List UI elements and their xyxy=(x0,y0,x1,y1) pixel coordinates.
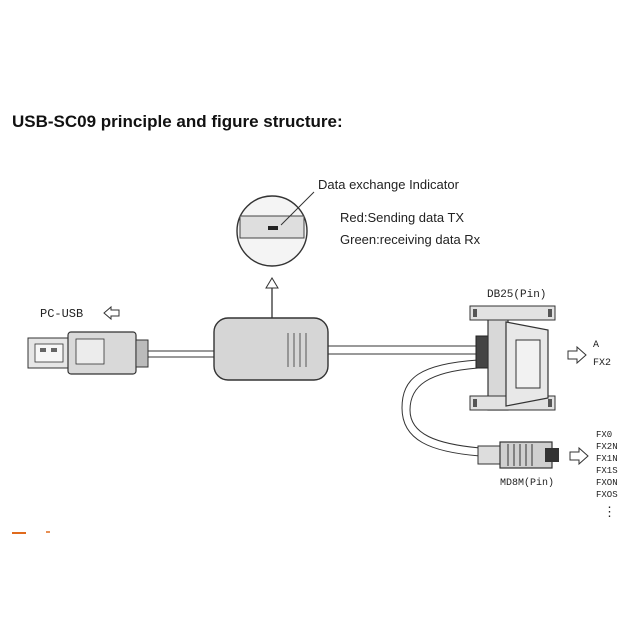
db25-target-1: FX2 xyxy=(593,358,611,369)
indicator-red-text: Red:Sending data TX xyxy=(340,210,464,225)
md8m-connector xyxy=(477,441,559,469)
md8m-target-1: FX2N xyxy=(596,442,618,452)
cable-branch xyxy=(401,359,481,457)
pc-usb-label: PC-USB xyxy=(40,307,83,321)
md8m-label: MD8M(Pin) xyxy=(500,477,554,489)
indicator-magnifier xyxy=(236,195,308,267)
converter-module xyxy=(213,317,329,381)
right-arrow-icon xyxy=(569,446,589,466)
md8m-target-more: ⋮ xyxy=(603,505,616,520)
md8m-target-0: FX0 xyxy=(596,430,612,440)
indicator-label: Data exchange Indicator xyxy=(318,177,460,192)
db25-label: DB25(Pin) xyxy=(487,289,546,301)
page-title: USB-SC09 principle and figure structure: xyxy=(12,112,343,131)
md8m-target-2: FX1N xyxy=(596,454,618,464)
cable-main xyxy=(148,345,478,358)
indicator-led xyxy=(268,226,278,230)
up-arrow-icon xyxy=(265,277,279,318)
db25-connector xyxy=(469,305,556,411)
db25-target-0: A xyxy=(593,340,599,351)
md8m-target-3: FX1S xyxy=(596,466,618,476)
indicator-green-text: Green:receiving data Rx xyxy=(340,232,481,247)
left-arrow-icon xyxy=(103,305,120,321)
usb-plug xyxy=(27,331,149,375)
md8m-target-4: FXON xyxy=(596,478,618,488)
right-arrow-icon xyxy=(567,345,587,365)
md8m-target-5: FXOS xyxy=(596,490,618,500)
